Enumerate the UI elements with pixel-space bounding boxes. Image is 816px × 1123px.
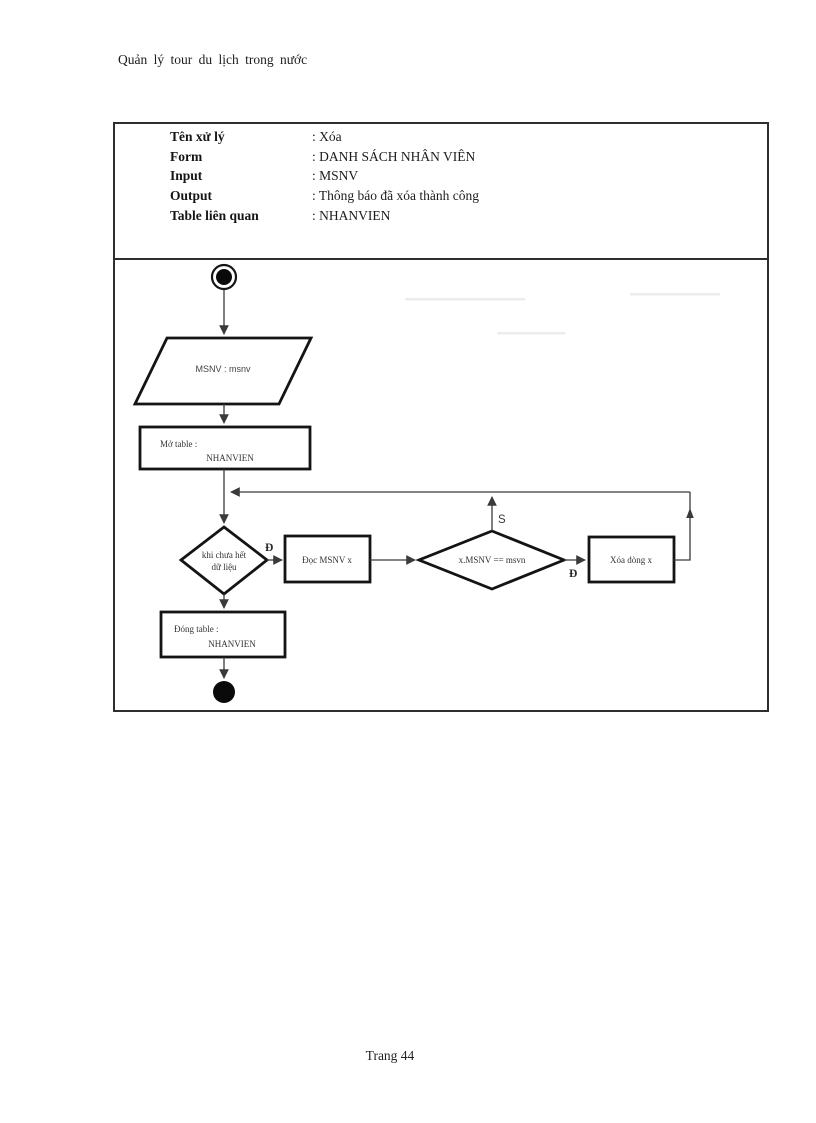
page-header: Quản lý tour du lịch trong nước bbox=[118, 52, 308, 67]
info-label: Output bbox=[170, 188, 213, 204]
close-table-label-line1: Đóng table : bbox=[174, 624, 219, 634]
read-step-label: Đọc MSNV x bbox=[302, 555, 352, 565]
activity-diagram: MSNV : msnv Mở table : NHANVIEN khi chưa… bbox=[132, 263, 720, 703]
process-info-table: Tên xử lý : Xóa Form : DANH SÁCH NHÂN VIÊN… bbox=[170, 127, 479, 226]
edge-label-match-false: S bbox=[498, 514, 506, 526]
info-label: Form bbox=[170, 148, 203, 164]
scan-artifact bbox=[630, 293, 720, 296]
page-footer: Trang 44 bbox=[365, 1048, 415, 1063]
info-label: Table liên quan bbox=[170, 207, 259, 223]
scan-artifact bbox=[497, 332, 565, 335]
info-row-form: Form : DANH SÁCH NHÂN VIÊN bbox=[170, 147, 479, 167]
info-row-input: Input : MSNV bbox=[170, 166, 479, 186]
edge-delete-loopback-arrowhead bbox=[686, 508, 694, 518]
process-spec-box: Tên xử lý : Xóa Form : DANH SÁCH NHÂN VIÊN… bbox=[113, 122, 769, 712]
loop-condition-diamond bbox=[178, 525, 270, 596]
info-value: : DANH SÁCH NHÂN VIÊN bbox=[312, 148, 476, 164]
end-node-icon bbox=[213, 681, 235, 703]
info-row-ten-xu-ly: Tên xử lý : Xóa bbox=[170, 127, 479, 147]
info-row-table-lien-quan: Table liên quan : NHANVIEN bbox=[170, 206, 479, 226]
edge-delete-loopback bbox=[674, 492, 691, 561]
info-value: : Thông báo đã xóa thành công bbox=[312, 188, 479, 204]
loop-condition-line1: khi chưa hết bbox=[202, 550, 247, 560]
match-condition-diamond bbox=[415, 529, 568, 591]
info-label: Input bbox=[170, 168, 203, 184]
info-label: Tên xử lý bbox=[170, 129, 225, 144]
info-value: : NHANVIEN bbox=[312, 207, 391, 223]
close-table-box bbox=[159, 610, 287, 659]
input-parallelogram-label: MSNV : msnv bbox=[195, 364, 251, 374]
edge-label-match-true: Đ bbox=[569, 568, 577, 580]
input-parallelogram bbox=[132, 336, 314, 406]
delete-step-box bbox=[587, 535, 676, 584]
loop-condition-line2: dữ liệu bbox=[211, 562, 237, 572]
open-table-box bbox=[138, 425, 312, 471]
info-value: : Xóa bbox=[312, 129, 342, 144]
delete-step-label: Xóa dòng x bbox=[610, 555, 652, 565]
info-value: : MSNV bbox=[312, 168, 359, 184]
close-table-label-line2: NHANVIEN bbox=[208, 639, 256, 649]
start-node-ring bbox=[210, 263, 238, 291]
edge-label-loop-true: Đ bbox=[265, 542, 273, 554]
open-table-label-line1: Mở table : bbox=[160, 439, 197, 449]
spec-divider bbox=[113, 258, 769, 260]
read-step-box bbox=[283, 534, 372, 584]
match-condition-label: x.MSNV == msvn bbox=[459, 555, 526, 565]
start-node-icon bbox=[216, 269, 232, 285]
scan-artifact bbox=[405, 298, 525, 301]
open-table-label-line2: NHANVIEN bbox=[206, 453, 254, 463]
info-row-output: Output : Thông báo đã xóa thành công bbox=[170, 186, 479, 206]
